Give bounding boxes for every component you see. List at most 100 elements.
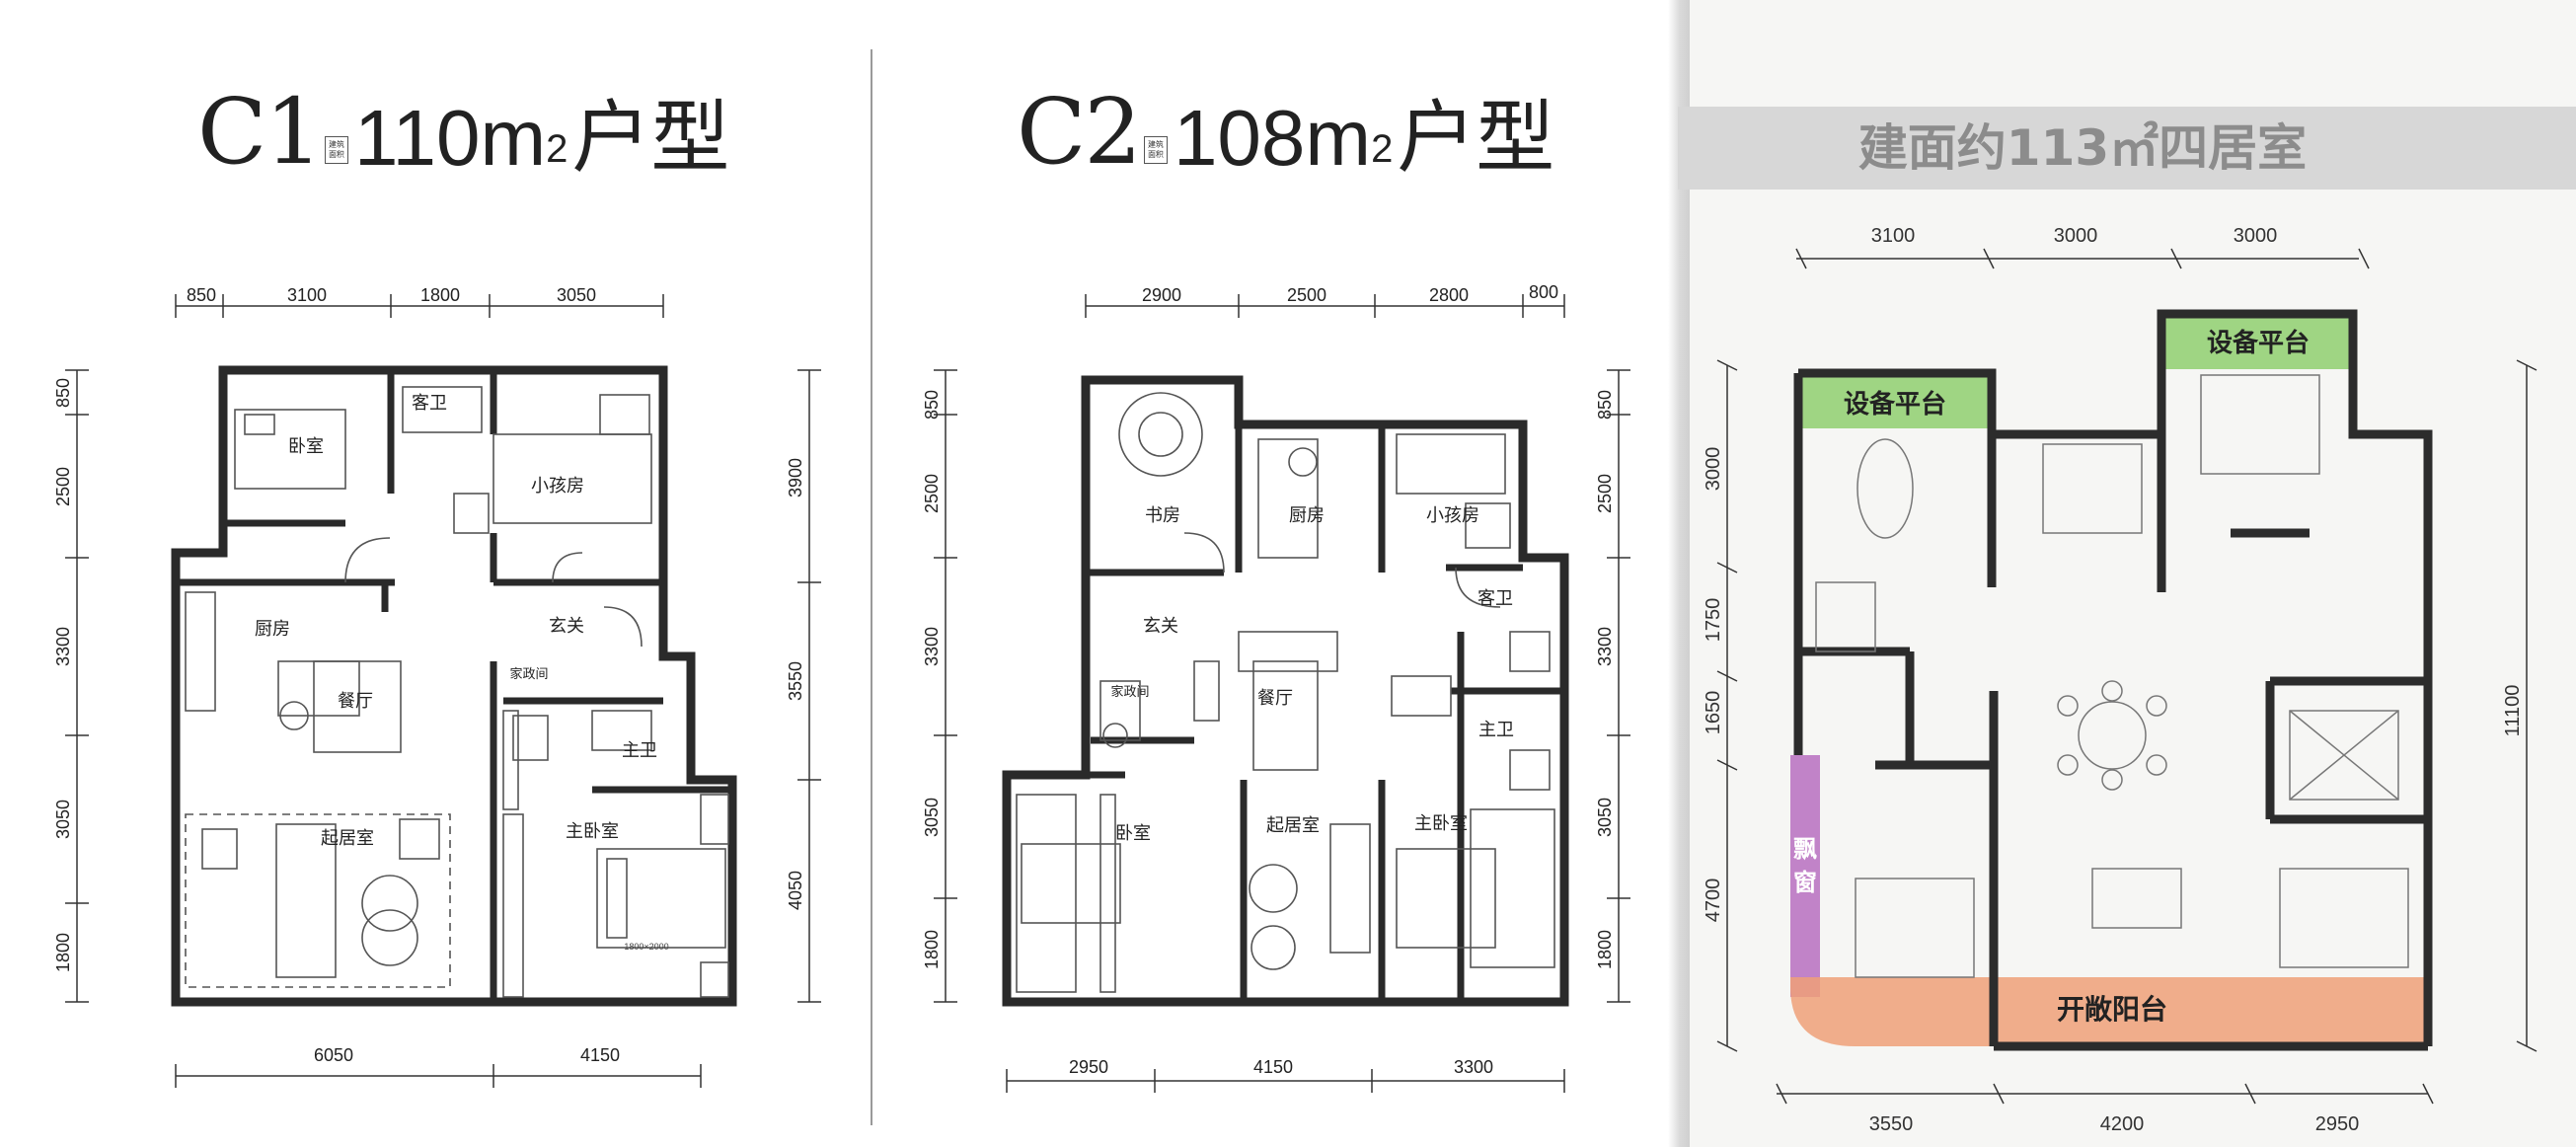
p3-furniture (1815, 374, 2409, 978)
stamp-line: 面积 (1147, 150, 1164, 159)
p3-dim-right: 11100 (2502, 685, 2524, 737)
c1-dim-left: 1800 (53, 933, 73, 972)
p3-balcony-zone (1790, 977, 2428, 1046)
p3-title-banner (1678, 107, 2576, 190)
p3-top-dimension-line (1795, 248, 2370, 269)
p3-dim-top: 3100 (1871, 225, 1916, 247)
p3-dim-left: 1750 (1703, 598, 1724, 643)
c1-room-kitchen: 厨房 (255, 619, 290, 639)
p3-bay-window-zone (1790, 755, 1820, 997)
c2-room-utility: 家政间 (1110, 684, 1149, 699)
c2-room-kitchen: 厨房 (1289, 505, 1325, 525)
p3-label-equipment-right: 设备平台 (2207, 328, 2310, 357)
c1-room-dining: 餐厅 (338, 691, 373, 711)
c1-dim-left: 850 (53, 378, 73, 408)
c2-dim-top: 800 (1529, 282, 1558, 302)
stamp-line: 建筑 (328, 140, 344, 149)
c2-room-bedroom: 卧室 (1115, 823, 1151, 843)
plan-third-panel: 3100 3000 3000 3550 4200 2950 3000 1750 … (1678, 0, 2576, 1147)
c2-dim-left: 850 (922, 390, 942, 420)
panel-separator (871, 49, 872, 1125)
plan-c1-area: 110m (353, 94, 547, 182)
c2-room-master-bath: 主卫 (1478, 720, 1514, 739)
p3-dim-bottom: 3550 (1869, 1113, 1914, 1135)
stamp-line: 面积 (328, 150, 344, 159)
c1-dim-left: 2500 (53, 467, 73, 506)
c1-dim-right: 4050 (786, 871, 805, 910)
c1-dim-right: 3900 (786, 458, 805, 497)
plan-c2-area-stamp: 建筑 面积 (1143, 136, 1168, 164)
c1-interior-walls (176, 373, 732, 1002)
plan-c2-kind: 户型 (1397, 92, 1555, 184)
plan-c1-kind: 户型 (571, 92, 730, 184)
c2-left-dimension-line (934, 369, 957, 1003)
c1-exterior-walls (171, 365, 737, 1007)
c2-dim-left: 1800 (922, 930, 942, 969)
c1-right-dimension-line (797, 369, 821, 1003)
c2-dim-top: 2800 (1429, 285, 1469, 305)
plan-c2-drawing: 2900 2500 2800 800 2950 4150 3300 850 25… (922, 282, 1630, 1093)
c2-room-living: 起居室 (1266, 815, 1320, 835)
plan-c2-area: 108m (1173, 94, 1372, 182)
stamp-line: 建筑 (1147, 140, 1164, 149)
c2-room-master-bedroom: 主卧室 (1414, 813, 1468, 833)
p3-dim-left: 1650 (1703, 691, 1724, 735)
plan-c2-code: C2 (1017, 79, 1142, 185)
c2-furniture (1016, 392, 1555, 993)
c1-left-dimension-line (65, 369, 89, 1003)
c2-bottom-dimension-line (1006, 1069, 1565, 1093)
c2-dim-top: 2500 (1287, 285, 1326, 305)
c1-dim-bottom: 6050 (314, 1045, 353, 1065)
plan-c1-drawing: 850 3100 1800 3050 6050 4150 850 2500 33… (53, 285, 821, 1088)
p3-left-dimension-line (1716, 359, 1738, 1052)
c1-dim-left: 3050 (53, 800, 73, 839)
c1-dim-top: 3050 (557, 285, 596, 305)
p3-label-bay-window-1: 飘 (1793, 836, 1817, 863)
p3-dim-left: 4700 (1703, 879, 1724, 923)
p3-dim-top: 3000 (2054, 225, 2098, 247)
c1-dim-top: 3100 (287, 285, 327, 305)
p3-title: 建面约113㎡四居室 (1857, 119, 2308, 177)
c2-dim-left: 2500 (922, 474, 942, 513)
p3-bottom-dimension-line (1776, 1083, 2434, 1105)
c2-dim-left: 3050 (922, 798, 942, 837)
c1-dim-right: 3550 (786, 661, 805, 701)
c1-dim-bottom: 4150 (580, 1045, 620, 1065)
c1-room-utility: 家政间 (509, 666, 548, 681)
plan-c1-code: C1 (197, 79, 323, 185)
c2-dim-right: 850 (1595, 390, 1615, 420)
p3-label-open-balcony: 开敞阳台 (2057, 993, 2167, 1025)
c1-room-master-bedroom: 主卧室 (566, 821, 619, 841)
c2-dim-left: 3300 (922, 627, 942, 666)
p3-dim-top: 3000 (2234, 225, 2278, 247)
p3-equipment-left-zone (1798, 373, 1992, 428)
c1-bed-size: 1800×2000 (624, 942, 668, 952)
c1-room-master-bath: 主卫 (622, 740, 657, 760)
c2-room-entry: 玄关 (1143, 616, 1178, 636)
c1-room-bedroom: 卧室 (288, 436, 324, 456)
plan-c1-area-stamp: 建筑 面积 (324, 136, 348, 164)
p3-dim-left: 3000 (1703, 447, 1724, 492)
c2-dim-bottom: 4150 (1253, 1057, 1293, 1077)
p3-right-dimension-line (2516, 359, 2538, 1052)
c1-dim-left: 3300 (53, 627, 73, 666)
p3-label-bay-window-2: 窗 (1793, 869, 1817, 896)
c2-dim-bottom: 3300 (1454, 1057, 1493, 1077)
page-fold-shadow (1668, 0, 1690, 1147)
c2-dim-right: 2500 (1595, 474, 1615, 513)
c1-dim-top: 850 (187, 285, 216, 305)
plan-c2-area-sup: 2 (1371, 127, 1394, 171)
p3-dim-bottom: 2950 (2315, 1113, 2360, 1135)
c1-room-kids: 小孩房 (531, 476, 584, 496)
c2-dim-top: 2900 (1142, 285, 1181, 305)
c1-top-dimension-line (175, 294, 664, 318)
c1-bottom-dimension-line (175, 1064, 702, 1088)
p3-equipment-right-zone (2163, 314, 2353, 369)
c2-right-dimension-line (1607, 369, 1630, 1003)
p3-dim-bottom: 4200 (2100, 1113, 2145, 1135)
c1-furniture (185, 386, 729, 998)
